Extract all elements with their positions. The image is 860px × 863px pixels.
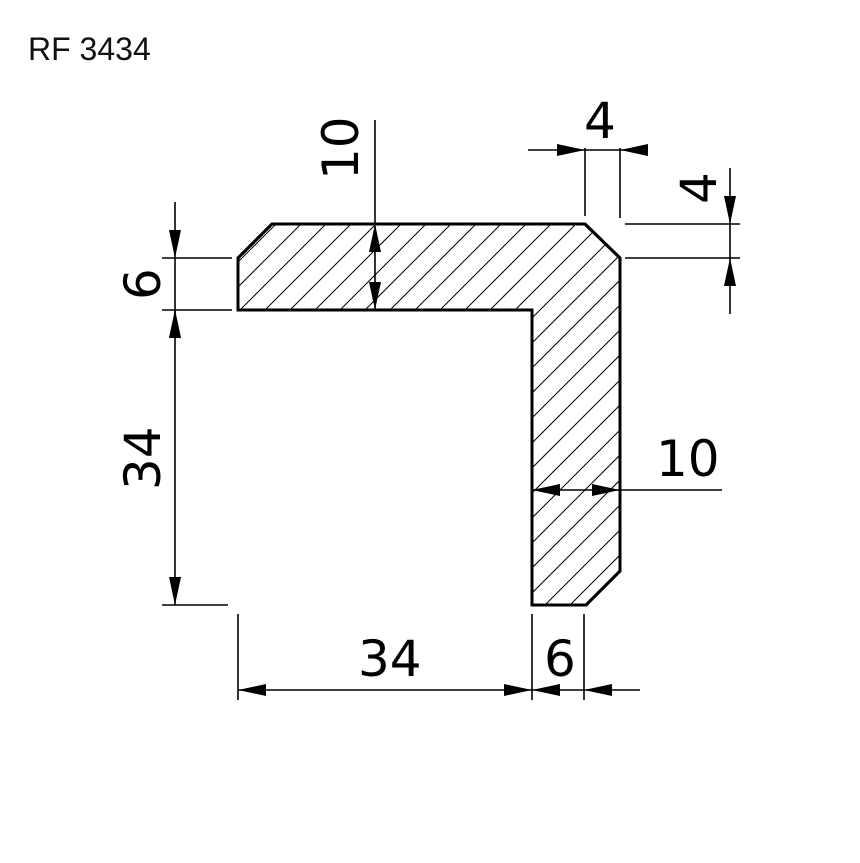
dimension-top-thickness-label: 10 [312, 116, 370, 180]
dimension-chamfer-width: 4 [528, 92, 648, 218]
hatch-line [238, 224, 476, 605]
profile-outline [236, 222, 622, 607]
dimension-inner-width-label: 34 [358, 630, 422, 688]
dimension-side-thickness-label: 10 [656, 430, 720, 488]
dimension-chamfer-width-label: 4 [584, 92, 616, 150]
profile-outline-stroke [236, 222, 622, 607]
dimension-side-thickness: 10 [532, 430, 722, 496]
hatch-line [238, 224, 351, 605]
hatch-line [700, 200, 860, 700]
dimension-flange-height: 6 [114, 202, 232, 338]
hatch-line [238, 224, 426, 605]
hatch-line [238, 224, 376, 605]
dimension-flange-height-label: 6 [114, 268, 172, 300]
dimension-side-width-label: 6 [544, 630, 576, 688]
dimension-side-width: 6 [532, 614, 640, 700]
hatch-line [750, 200, 860, 700]
dimension-top-thickness: 10 [312, 116, 381, 310]
hatch-line [238, 224, 401, 605]
hatch-line [775, 200, 860, 700]
dimension-leg-height: 34 [114, 310, 228, 606]
hatch-line [349, 224, 620, 605]
hatch-line [238, 224, 451, 605]
drawing-title: RF 3434 [28, 31, 151, 67]
hatch-line [324, 224, 620, 605]
dimension-chamfer-height-label: 4 [670, 172, 728, 204]
dimension-inner-width: 34 [237, 614, 533, 700]
dimension-chamfer-height: 4 [625, 168, 740, 314]
hatch-line [238, 224, 326, 605]
dimension-leg-height-label: 34 [114, 426, 172, 490]
hatch-line [725, 200, 860, 700]
hatch-line [0, 200, 225, 700]
hatch-line [299, 224, 620, 605]
